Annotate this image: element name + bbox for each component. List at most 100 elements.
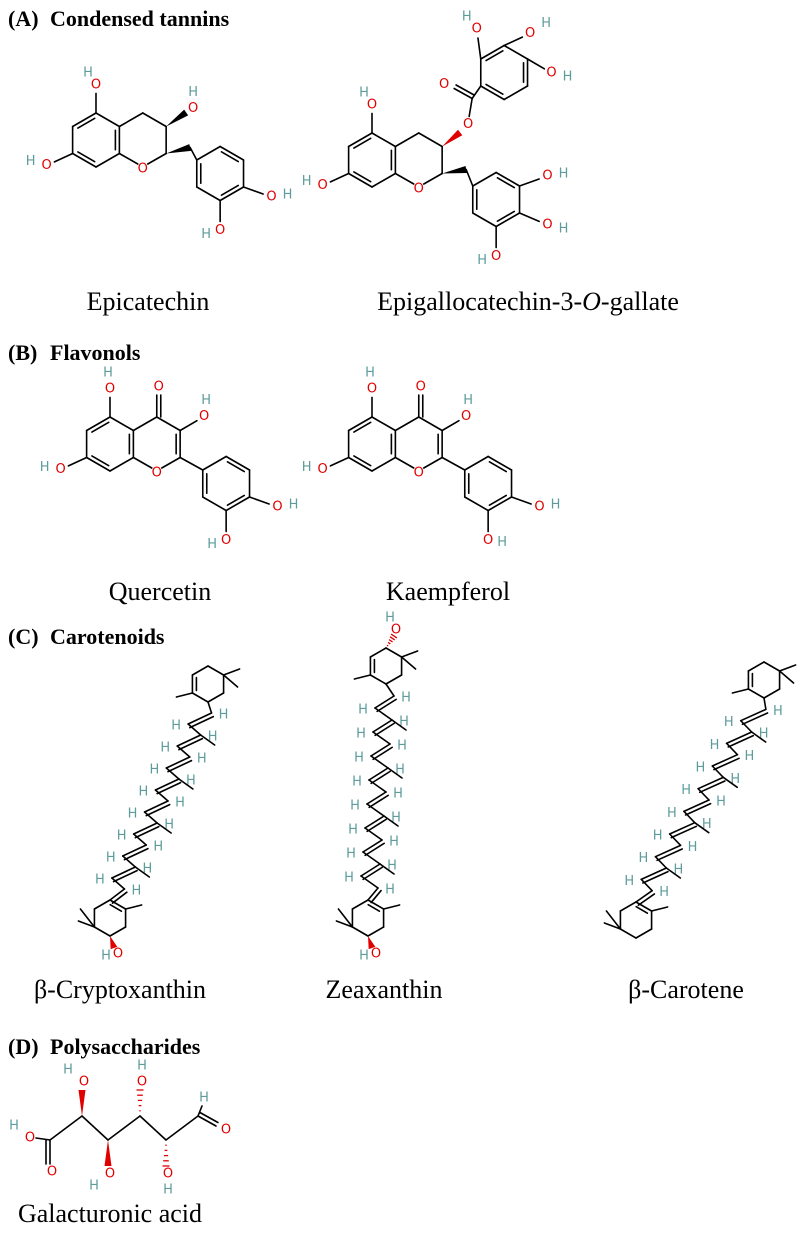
hydrogen-atom: H bbox=[89, 1179, 99, 1194]
oxygen-atom: O bbox=[414, 182, 424, 197]
hydrogen-atom: H bbox=[352, 775, 362, 790]
wedge-bond bbox=[110, 936, 118, 950]
caption-galacturonic-acid: Galacturonic acid bbox=[18, 1199, 202, 1228]
bond bbox=[347, 416, 373, 432]
bond bbox=[635, 905, 649, 915]
bond bbox=[77, 117, 96, 129]
oxygen-atom: O bbox=[154, 380, 164, 395]
bond bbox=[132, 822, 158, 835]
bond bbox=[71, 112, 97, 128]
bond bbox=[329, 456, 350, 467]
oxygen-atom: O bbox=[137, 1075, 147, 1090]
bond bbox=[195, 145, 221, 161]
bond bbox=[222, 668, 241, 676]
section-d-title: Polysaccharides bbox=[50, 1034, 201, 1059]
bond bbox=[455, 84, 475, 96]
hashed-bond bbox=[389, 636, 396, 641]
hydrogen-atom: H bbox=[128, 807, 138, 822]
hydrogen-atom: H bbox=[385, 611, 395, 626]
bond bbox=[503, 44, 529, 60]
hydrogen-atom: H bbox=[186, 774, 196, 789]
oxygen-atom: O bbox=[105, 382, 115, 397]
oxygen-atom: O bbox=[491, 249, 501, 264]
bond bbox=[77, 920, 96, 928]
bond bbox=[503, 36, 524, 47]
hydrogen-atom: H bbox=[391, 811, 401, 826]
hydrogen-atom: H bbox=[142, 862, 152, 877]
wedge-bond bbox=[104, 1140, 112, 1166]
hydrogen-atom: H bbox=[385, 883, 395, 898]
bond bbox=[394, 172, 415, 185]
hydrogen-atom: H bbox=[559, 167, 569, 182]
bond bbox=[85, 416, 111, 432]
caption-cryptoxanthin: β-Cryptoxanthin bbox=[34, 975, 206, 1004]
oxygen-atom: O bbox=[483, 533, 493, 548]
bond bbox=[111, 866, 137, 879]
bond bbox=[496, 210, 516, 222]
bond bbox=[360, 875, 379, 889]
bond bbox=[385, 683, 395, 697]
bond bbox=[139, 1115, 167, 1141]
bond bbox=[368, 794, 389, 809]
bond bbox=[219, 186, 245, 202]
hydrogen-atom: H bbox=[497, 535, 507, 550]
bond bbox=[220, 184, 240, 196]
hydrogen-atom: H bbox=[208, 730, 218, 745]
bond bbox=[71, 152, 97, 168]
bond bbox=[739, 708, 767, 722]
bond bbox=[335, 920, 354, 928]
bond bbox=[111, 891, 128, 904]
bond bbox=[79, 908, 96, 928]
bond bbox=[118, 112, 144, 128]
bond bbox=[366, 791, 387, 805]
bond bbox=[605, 910, 622, 930]
bond bbox=[77, 151, 96, 163]
bond bbox=[364, 827, 383, 841]
bond bbox=[197, 1105, 203, 1117]
bond bbox=[374, 707, 393, 721]
hydrogen-atom: H bbox=[462, 10, 472, 25]
bond bbox=[91, 421, 110, 433]
hydrogen-atom: H bbox=[551, 498, 561, 513]
section-d-label: (D) bbox=[8, 1034, 39, 1059]
oxygen-atom: O bbox=[199, 409, 209, 424]
bond bbox=[67, 456, 88, 467]
bond bbox=[369, 674, 387, 685]
oxygen-atom: O bbox=[391, 623, 401, 638]
wedge-bond bbox=[166, 109, 189, 127]
bond bbox=[495, 171, 521, 187]
section-b-label: (B) bbox=[8, 340, 37, 365]
bond bbox=[118, 152, 139, 165]
bond bbox=[727, 734, 755, 748]
section-a-label: (A) bbox=[8, 6, 39, 31]
bond bbox=[477, 37, 482, 60]
bond bbox=[165, 1115, 199, 1141]
oxygen-atom: O bbox=[79, 1075, 89, 1090]
hydrogen-atom: H bbox=[188, 85, 198, 100]
bond bbox=[371, 456, 397, 472]
hashed-bond bbox=[386, 644, 389, 647]
bond bbox=[763, 688, 781, 699]
bond bbox=[112, 869, 138, 883]
wedge-bond bbox=[78, 1090, 86, 1116]
hydrogen-atom: H bbox=[83, 66, 93, 81]
hydrogen-atom: H bbox=[26, 154, 36, 169]
bond bbox=[741, 712, 769, 726]
bond bbox=[654, 844, 682, 858]
bond bbox=[329, 172, 350, 183]
bond bbox=[222, 674, 239, 688]
hydrogen-atom: H bbox=[393, 787, 403, 802]
hashed-bond bbox=[390, 633, 398, 639]
bond bbox=[156, 781, 182, 795]
bond bbox=[187, 712, 213, 725]
bond bbox=[387, 767, 403, 779]
hydrogen-atom: H bbox=[659, 885, 669, 900]
bond bbox=[654, 855, 668, 869]
bond bbox=[385, 647, 403, 658]
bond bbox=[226, 494, 246, 506]
bond bbox=[225, 496, 251, 512]
hydrogen-atom: H bbox=[667, 806, 677, 821]
bond bbox=[518, 212, 540, 223]
